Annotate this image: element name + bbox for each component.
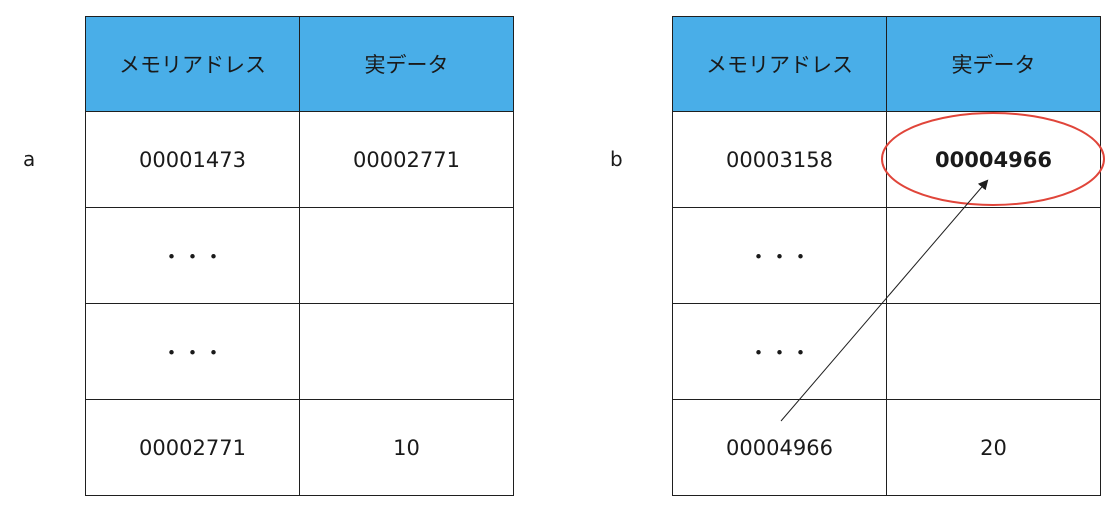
data-cell: 20 [886, 399, 1101, 496]
data-cell: 00002771 [299, 111, 514, 208]
table-row: 00002771 10 [85, 399, 514, 496]
data-cell [299, 303, 514, 400]
memory-table-a: メモリアドレス 実データ 00001473 00002771 ・・・ ・・・ 0… [85, 16, 514, 496]
header-memory-address: メモリアドレス [85, 16, 300, 112]
address-cell: 00002771 [85, 399, 300, 496]
table-row: 00001473 00002771 [85, 111, 514, 208]
table-header-row: メモリアドレス 実データ [85, 16, 514, 112]
header-actual-data: 実データ [886, 16, 1101, 112]
address-cell: ・・・ [85, 303, 300, 400]
data-cell [299, 207, 514, 304]
data-cell [886, 207, 1101, 304]
address-cell: 00003158 [672, 111, 887, 208]
address-cell: ・・・ [672, 303, 887, 400]
address-cell: 00004966 [672, 399, 887, 496]
address-cell: 00001473 [85, 111, 300, 208]
table-row: ・・・ [85, 303, 514, 400]
table-header-row: メモリアドレス 実データ [672, 16, 1101, 112]
table-row: ・・・ [672, 303, 1101, 400]
variable-label-a: a [23, 147, 36, 171]
data-cell [886, 303, 1101, 400]
header-actual-data: 実データ [299, 16, 514, 112]
memory-table-b: メモリアドレス 実データ 00003158 00004966 ・・・ ・・・ 0… [672, 16, 1101, 496]
address-cell: ・・・ [85, 207, 300, 304]
variable-label-b: b [610, 147, 623, 171]
table-row: ・・・ [85, 207, 514, 304]
table-row: 00004966 20 [672, 399, 1101, 496]
data-cell-highlighted: 00004966 [886, 111, 1101, 208]
header-memory-address: メモリアドレス [672, 16, 887, 112]
table-row: 00003158 00004966 [672, 111, 1101, 208]
data-cell: 10 [299, 399, 514, 496]
table-row: ・・・ [672, 207, 1101, 304]
address-cell: ・・・ [672, 207, 887, 304]
